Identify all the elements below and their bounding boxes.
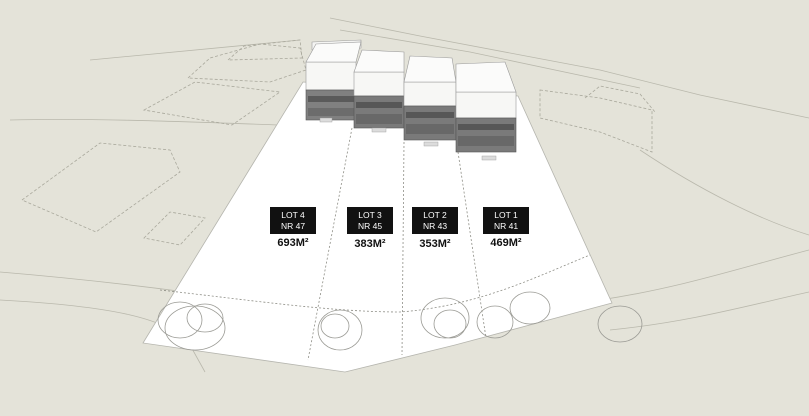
lot-area-lot1: 469M² <box>490 237 522 249</box>
lot-area-lot4: 693M² <box>277 237 309 249</box>
house-lot2 <box>403 55 457 147</box>
house-lot1 <box>455 61 517 161</box>
lot-area-lot2: 353M² <box>419 238 451 250</box>
lot-label-lot2: LOT 2 NR 43 <box>412 207 458 234</box>
lot-division-lines <box>159 127 591 361</box>
house-lot4 <box>305 39 362 123</box>
lot-area-lot3: 383M² <box>354 238 386 250</box>
lot-label-lot3: LOT 3 NR 45 <box>347 207 393 234</box>
lot-label-lot4: LOT 4 NR 47 <box>270 207 316 234</box>
lot-label-lot1: LOT 1 NR 41 <box>483 207 529 234</box>
house-lot3 <box>353 49 405 133</box>
lot-house-number: NR 41 <box>494 221 518 231</box>
lot-house-number: NR 47 <box>281 221 305 231</box>
trees <box>157 291 643 351</box>
lot-number: LOT 3 <box>358 210 382 220</box>
lot-label-box <box>412 207 458 234</box>
lot-house-number: NR 45 <box>358 221 382 231</box>
lot-label-box <box>347 207 393 234</box>
lot-number: LOT 2 <box>423 210 447 220</box>
lot-number: LOT 1 <box>494 210 518 220</box>
lot-number: LOT 4 <box>281 210 305 220</box>
lot-label-box <box>270 207 316 234</box>
lot-house-number: NR 43 <box>423 221 447 231</box>
lot-label-box <box>483 207 529 234</box>
neighbour-outlines <box>21 39 656 246</box>
